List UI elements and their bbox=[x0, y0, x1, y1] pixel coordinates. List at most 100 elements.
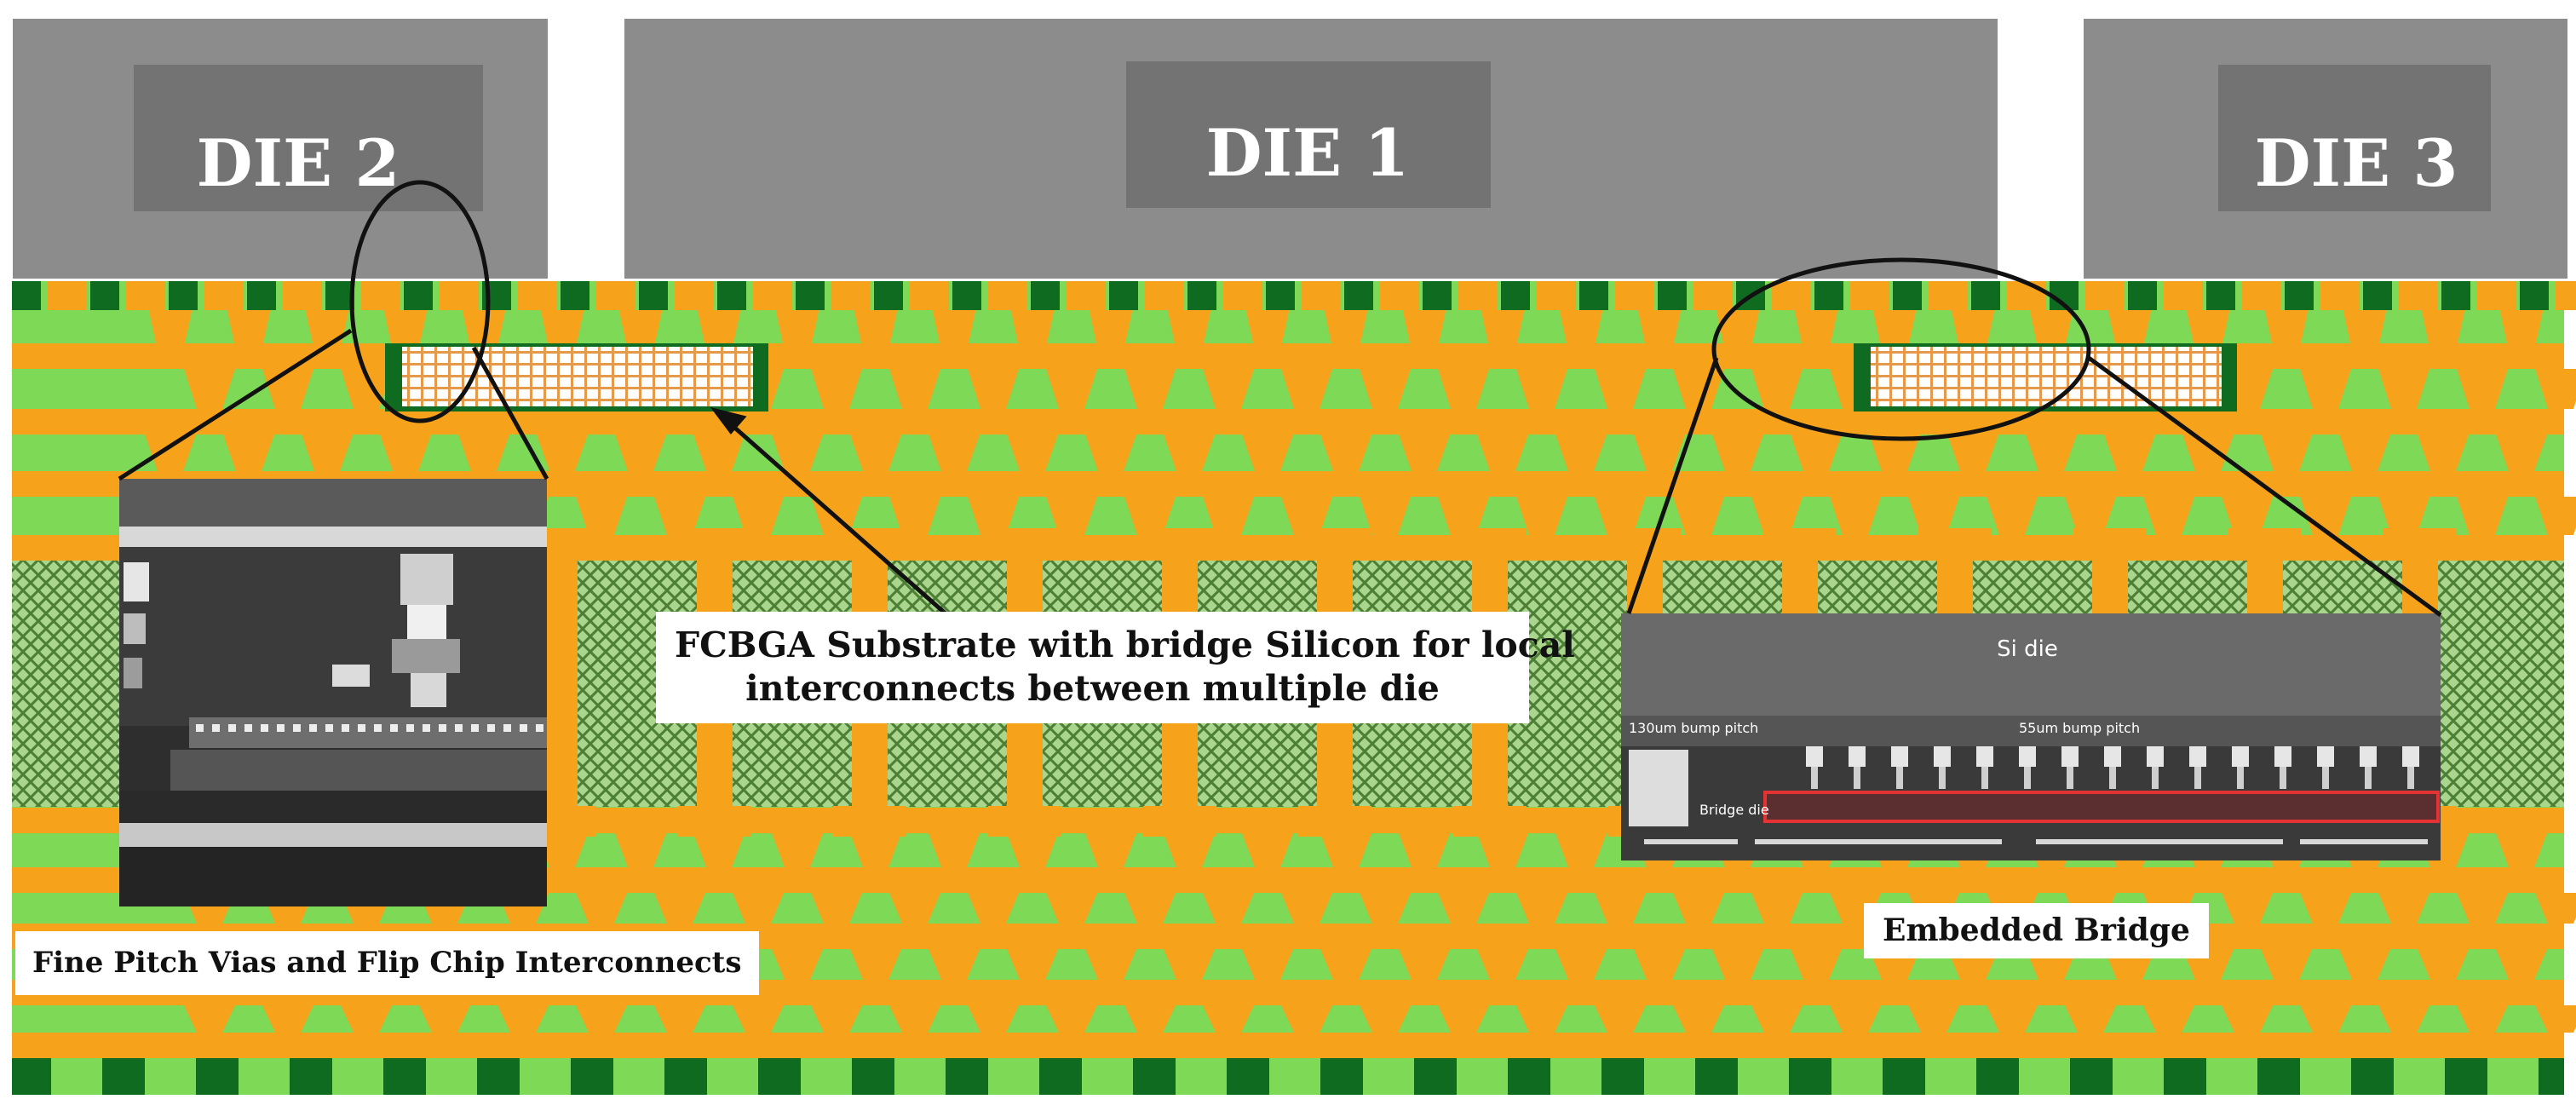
microvia bbox=[889, 1005, 940, 1033]
bridge-trace-v bbox=[2039, 347, 2042, 406]
bridge-trace-v bbox=[2094, 347, 2096, 406]
bump bbox=[1976, 746, 1993, 767]
pth-pad bbox=[2073, 528, 2147, 559]
microvia bbox=[772, 833, 823, 867]
bump-pad bbox=[361, 281, 400, 310]
microvia bbox=[2065, 1005, 2116, 1033]
bump-pad bbox=[2164, 281, 2203, 310]
microvia bbox=[1046, 1005, 1097, 1033]
bga-land bbox=[332, 1058, 383, 1095]
bridge-trace-v bbox=[2162, 347, 2165, 406]
microvia bbox=[1046, 497, 1097, 535]
microvia bbox=[654, 497, 705, 535]
microvia bbox=[2496, 949, 2547, 980]
microvia bbox=[223, 435, 274, 471]
bump-pillar bbox=[1939, 767, 1946, 789]
bump bbox=[2189, 746, 2206, 767]
microvia bbox=[2535, 369, 2576, 409]
zoom-callout-left bbox=[118, 180, 549, 481]
die-2-label: DIE 2 bbox=[197, 125, 400, 201]
microvia bbox=[889, 497, 940, 535]
microvia bbox=[1399, 435, 1450, 471]
microvia bbox=[1360, 369, 1411, 409]
microvia bbox=[968, 369, 1019, 409]
bridge-trace-v bbox=[748, 347, 750, 406]
microvia bbox=[1124, 893, 1176, 924]
microvia bbox=[341, 1005, 392, 1033]
bridge-trace-v bbox=[2176, 347, 2178, 406]
bridge-trace-v bbox=[1944, 347, 1946, 406]
microvia bbox=[850, 833, 901, 867]
solder-mask-top bbox=[1658, 281, 1687, 310]
micro-bump bbox=[455, 724, 463, 732]
microvia bbox=[929, 435, 980, 471]
bridge-trace-v bbox=[584, 347, 587, 406]
microvia bbox=[1046, 369, 1097, 409]
bga-land bbox=[2019, 1058, 2070, 1095]
microvia bbox=[1046, 893, 1097, 924]
caption-arrow bbox=[710, 406, 949, 617]
bump-pad bbox=[1537, 281, 1576, 310]
bump-pad bbox=[1850, 281, 1889, 310]
bump bbox=[2402, 746, 2419, 767]
pth-pad bbox=[1298, 528, 1371, 559]
bridge-trace-v bbox=[653, 347, 655, 406]
microvia bbox=[1516, 369, 1567, 409]
bridge-trace bbox=[1871, 363, 2222, 365]
microvia bbox=[1124, 1005, 1176, 1033]
microvia bbox=[145, 435, 196, 471]
microvia bbox=[1124, 497, 1176, 535]
microvia bbox=[1634, 949, 1685, 980]
bump bbox=[2019, 746, 2036, 767]
micro-bump bbox=[439, 724, 446, 732]
bga-land bbox=[2394, 1058, 2445, 1095]
microvia bbox=[654, 893, 705, 924]
bridge-trace-v bbox=[2121, 347, 2124, 406]
bridge-trace-v bbox=[2217, 347, 2219, 406]
micro-bump bbox=[520, 724, 527, 732]
micro-bump bbox=[342, 724, 349, 732]
solder-mask-top bbox=[561, 281, 589, 310]
bga-land bbox=[1082, 1058, 1133, 1095]
microvia bbox=[1751, 369, 1803, 409]
microvia bbox=[1320, 435, 1371, 471]
bump-pillar bbox=[2365, 767, 2372, 789]
bridge-trace bbox=[402, 363, 753, 365]
microvia bbox=[1164, 435, 1215, 471]
bridge-trace-v bbox=[598, 347, 601, 406]
microvia bbox=[2143, 497, 2194, 535]
microvia bbox=[1007, 949, 1058, 980]
bridge-trace-v bbox=[721, 347, 723, 406]
inset-embedded-bridge-micrograph: Si die 130um bump pitch 55um bump pitch … bbox=[1621, 613, 2441, 860]
bridge-trace bbox=[402, 387, 753, 389]
bga-land bbox=[239, 1058, 290, 1095]
bridge-trace-v bbox=[2026, 347, 2028, 406]
pth-pad bbox=[1453, 806, 1527, 837]
pitch-right-label: 55um bump pitch bbox=[2019, 720, 2140, 736]
microvia bbox=[1085, 949, 1136, 980]
microvia bbox=[537, 435, 588, 471]
microvia bbox=[1203, 369, 1254, 409]
solder-mask-top bbox=[1971, 281, 2000, 310]
solder-mask-top bbox=[12, 281, 41, 310]
solder-mask-top bbox=[404, 281, 433, 310]
bga-land bbox=[988, 1058, 1039, 1095]
microvia bbox=[576, 893, 627, 924]
bridge-left bbox=[385, 343, 768, 411]
bump-pillar bbox=[1854, 767, 1860, 789]
microvia bbox=[1947, 435, 1998, 471]
microvia bbox=[1712, 435, 1763, 471]
microvia bbox=[2378, 369, 2429, 409]
bga-land bbox=[613, 1058, 664, 1095]
bga-land bbox=[426, 1058, 477, 1095]
bridge-trace-v bbox=[2053, 347, 2056, 406]
microvia bbox=[2418, 435, 2469, 471]
microvia bbox=[1830, 497, 1881, 535]
bump bbox=[2317, 746, 2334, 767]
pth-pad bbox=[988, 806, 1061, 837]
bga-land bbox=[707, 1058, 758, 1095]
microvia bbox=[1360, 497, 1411, 535]
bump-pad bbox=[283, 281, 322, 310]
microvia bbox=[615, 833, 666, 867]
microvia bbox=[1242, 833, 1293, 867]
